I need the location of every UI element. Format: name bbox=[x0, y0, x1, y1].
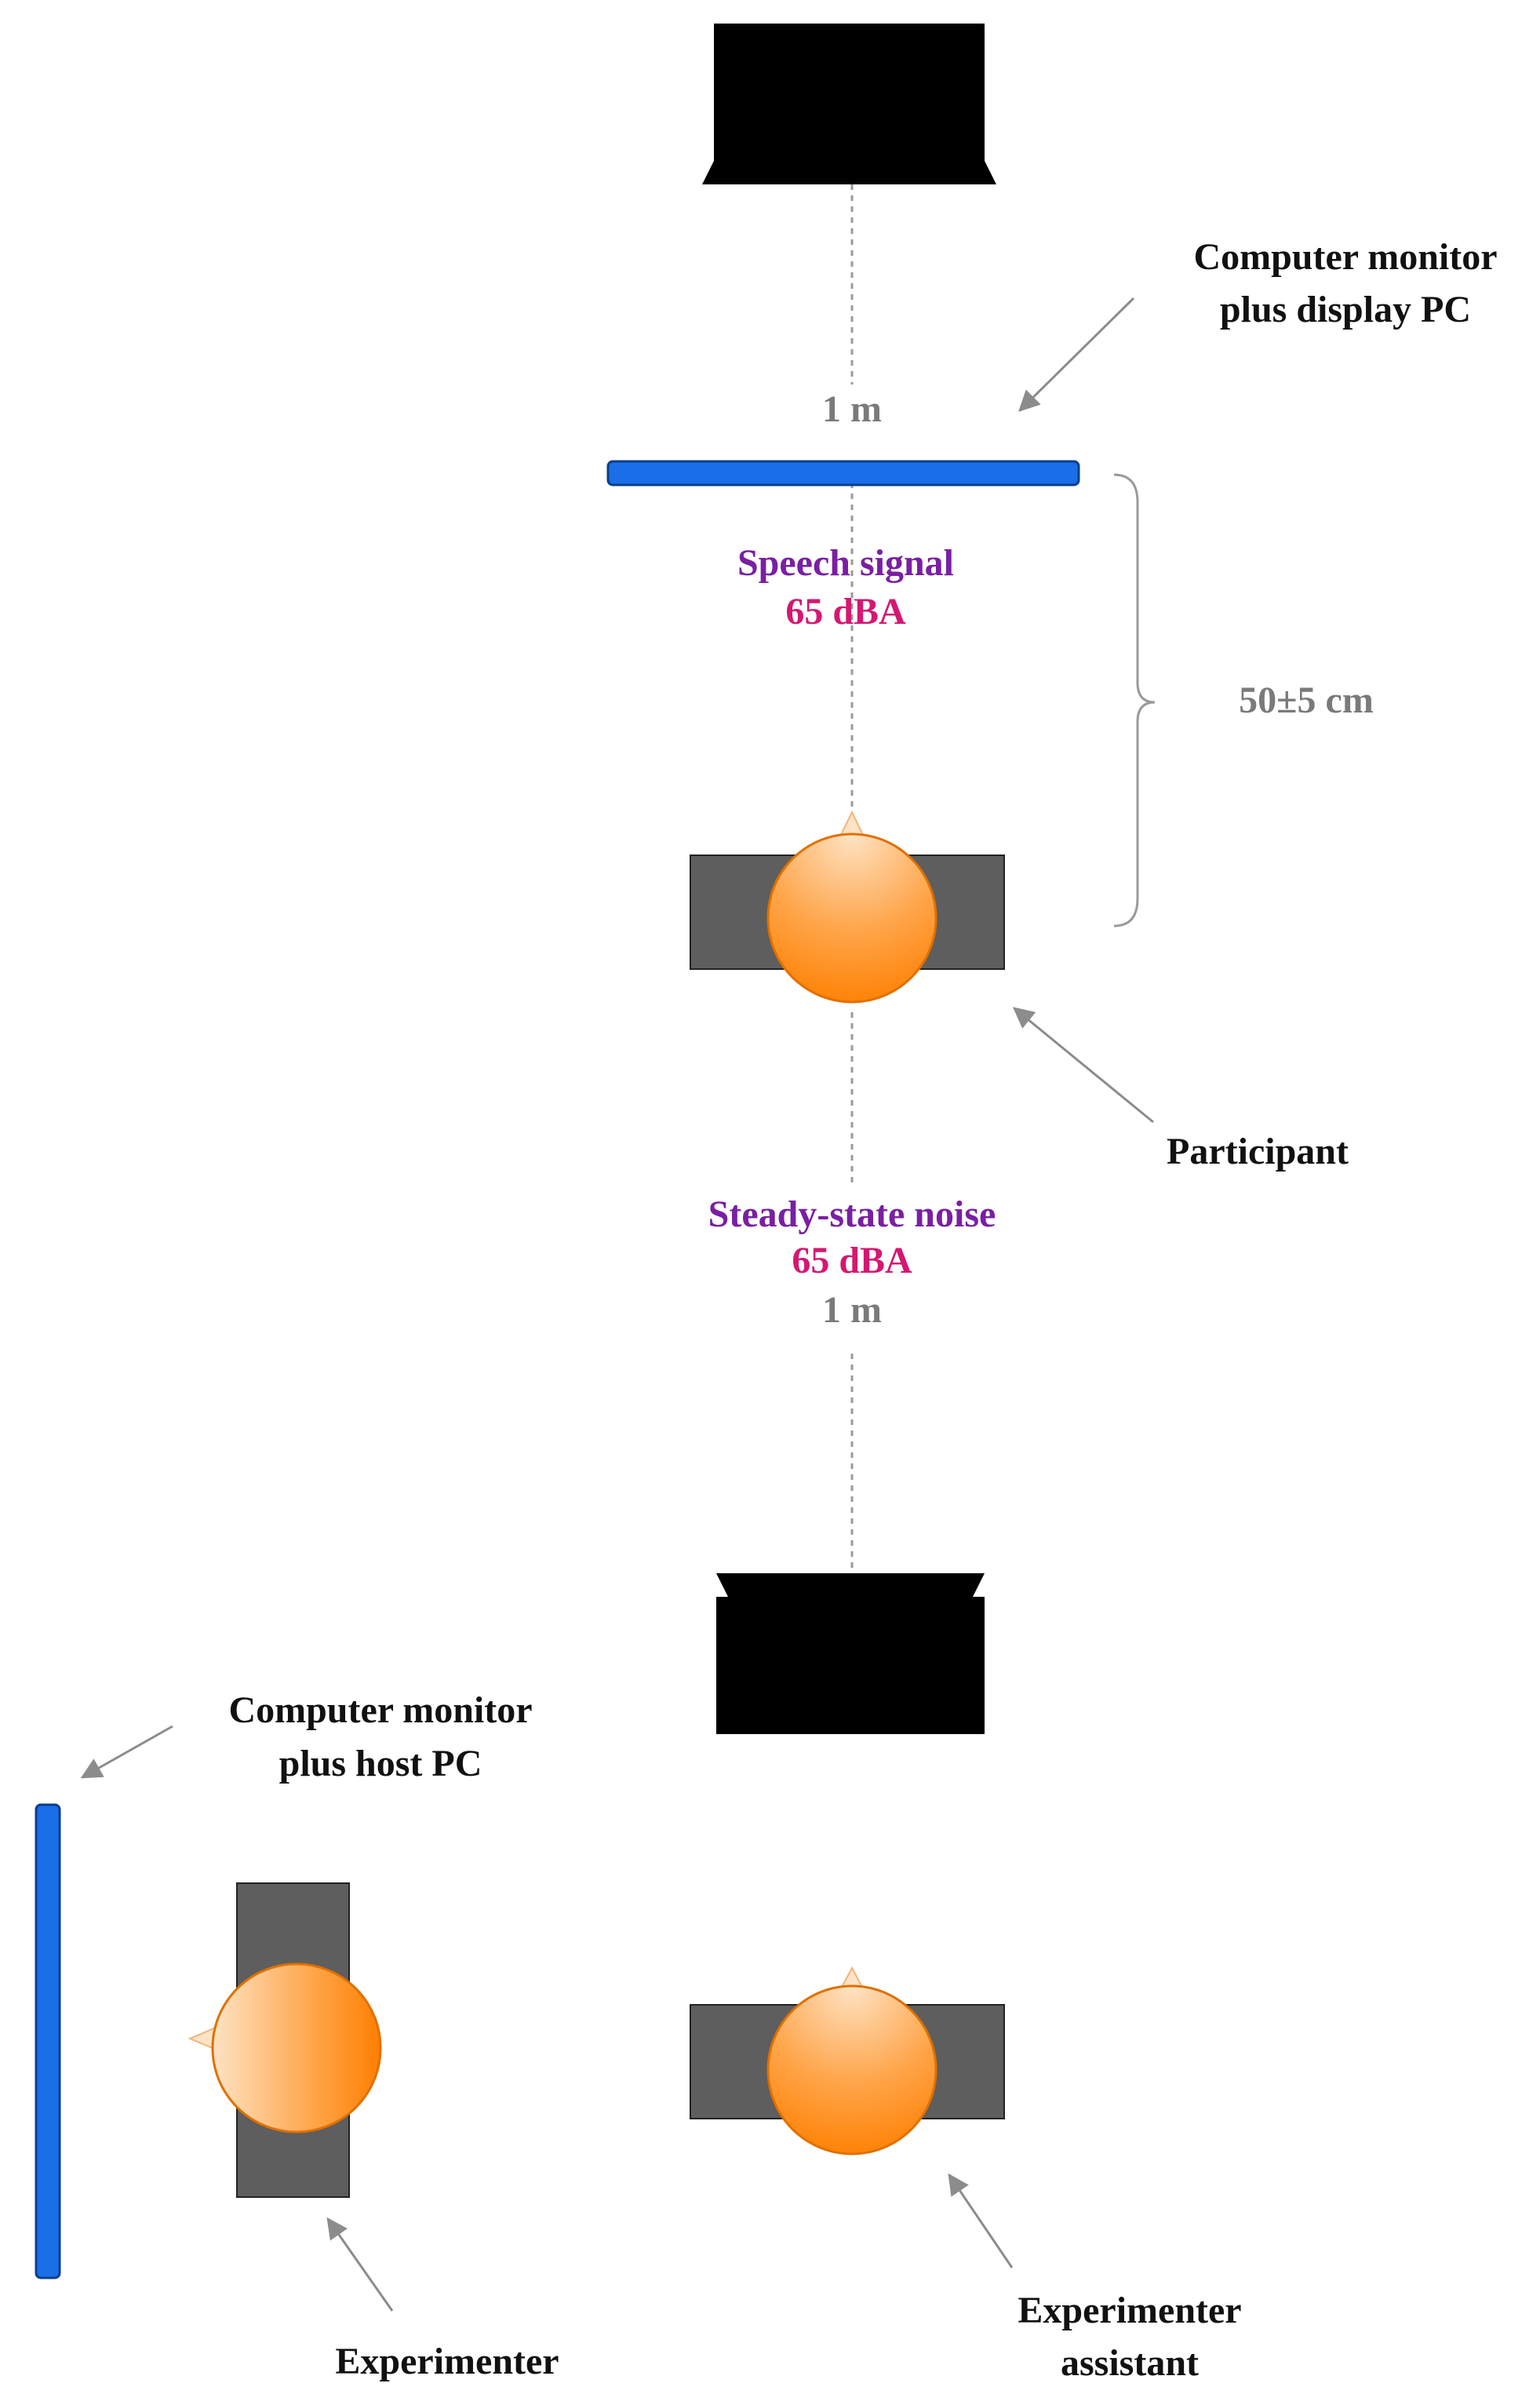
speech-level-label: 65 dBA bbox=[785, 591, 906, 632]
experimenter-label: Experimenter bbox=[335, 2341, 559, 2382]
noise-level-label: 65 dBA bbox=[792, 1240, 912, 1281]
speaker-top-icon bbox=[702, 24, 996, 184]
arrow-experimenter bbox=[326, 2217, 394, 2312]
host-monitor-label-line1: Computer monitor bbox=[228, 1689, 532, 1731]
participant-head-icon bbox=[766, 833, 937, 1004]
assistant-head-icon bbox=[766, 1984, 937, 2155]
distance-top-label: 1 m bbox=[822, 388, 882, 430]
speaker-bottom-icon bbox=[716, 1573, 985, 1734]
noise-signal-label: Steady-state noise bbox=[708, 1193, 996, 1235]
display-monitor-label-line2: plus display PC bbox=[1220, 289, 1471, 330]
experimenter-head-icon bbox=[211, 1962, 382, 2134]
arrow-participant bbox=[1012, 1007, 1154, 1124]
distance-bracket bbox=[1113, 473, 1156, 927]
display-monitor-label-line1: Computer monitor bbox=[1193, 236, 1497, 278]
assistant-label-line1: Experimenter bbox=[1018, 2290, 1241, 2331]
host-monitor-label-line2: plus host PC bbox=[279, 1743, 482, 1784]
arrow-host-monitor bbox=[80, 1725, 173, 1779]
host-monitor-bar bbox=[35, 1803, 61, 2279]
participant-figure bbox=[690, 810, 1005, 1004]
distance-bottom-label: 1 m bbox=[822, 1289, 882, 1331]
seat-distance-label: 50±5 cm bbox=[1239, 680, 1374, 721]
arrow-assistant bbox=[948, 2173, 1014, 2268]
participant-label: Participant bbox=[1167, 1131, 1349, 1172]
display-monitor-bar bbox=[606, 460, 1080, 486]
speech-signal-label: Speech signal bbox=[737, 542, 954, 584]
assistant-figure bbox=[690, 1966, 1005, 2155]
assistant-label-line2: assistant bbox=[1061, 2342, 1199, 2384]
arrow-display-monitor bbox=[1018, 297, 1135, 412]
experimenter-figure bbox=[187, 1882, 382, 2198]
